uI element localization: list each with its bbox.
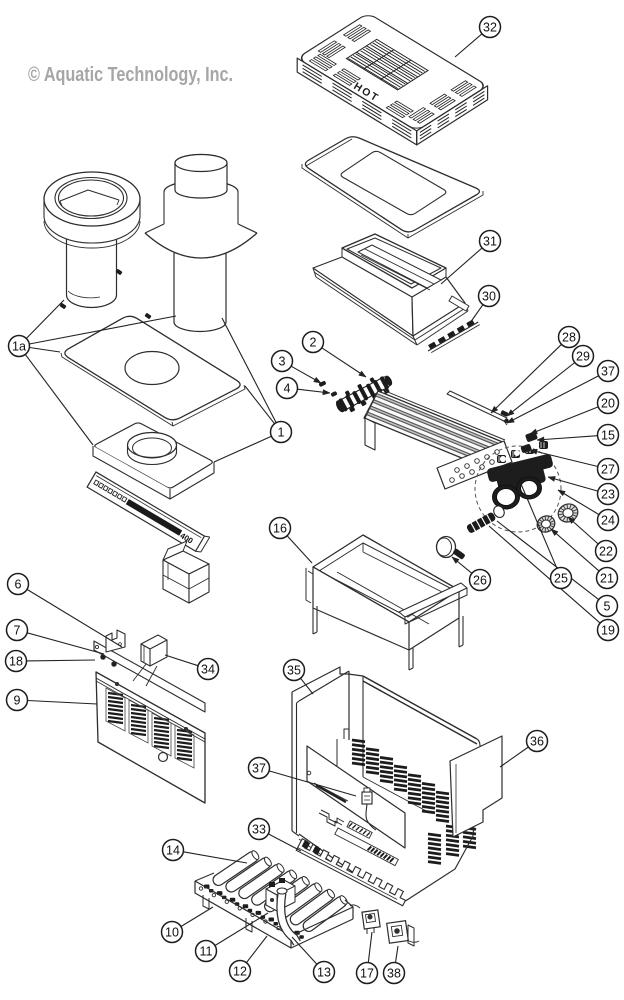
svg-text:28: 28 [562,331,576,345]
svg-text:11: 11 [200,945,213,959]
svg-text:26: 26 [473,574,487,588]
svg-text:17: 17 [360,967,374,981]
svg-text:10: 10 [165,926,179,940]
svg-text:6: 6 [15,578,22,592]
svg-text:21: 21 [600,572,614,586]
svg-text:22: 22 [599,545,613,559]
svg-text:4: 4 [284,382,291,396]
svg-text:35: 35 [287,664,301,678]
svg-text:16: 16 [273,522,287,536]
svg-text:7: 7 [14,624,21,638]
svg-text:38: 38 [387,967,401,981]
svg-text:3: 3 [279,355,286,369]
svg-text:18: 18 [9,655,23,669]
svg-text:14: 14 [166,844,180,858]
svg-text:24: 24 [601,514,615,528]
svg-text:1a: 1a [12,340,26,354]
svg-text:12: 12 [233,965,247,979]
svg-text:37: 37 [252,762,266,776]
svg-text:1: 1 [278,426,285,440]
svg-text:9: 9 [14,694,21,708]
svg-text:5: 5 [604,600,611,614]
svg-text:19: 19 [601,624,615,638]
svg-text:36: 36 [530,735,544,749]
svg-text:25: 25 [554,572,568,586]
svg-text:23: 23 [601,488,615,502]
svg-text:34: 34 [201,663,215,677]
svg-text:31: 31 [483,235,497,249]
svg-text:33: 33 [252,823,266,837]
svg-text:32: 32 [483,21,497,35]
svg-text:27: 27 [601,463,615,477]
svg-text:20: 20 [601,397,615,411]
svg-text:29: 29 [576,350,590,364]
svg-text:13: 13 [317,966,331,980]
svg-text:2: 2 [310,336,317,350]
svg-text:© Aquatic Technology, Inc.: © Aquatic Technology, Inc. [28,64,233,86]
svg-text:30: 30 [482,290,496,304]
svg-text:37: 37 [601,365,615,379]
svg-text:15: 15 [601,429,615,443]
